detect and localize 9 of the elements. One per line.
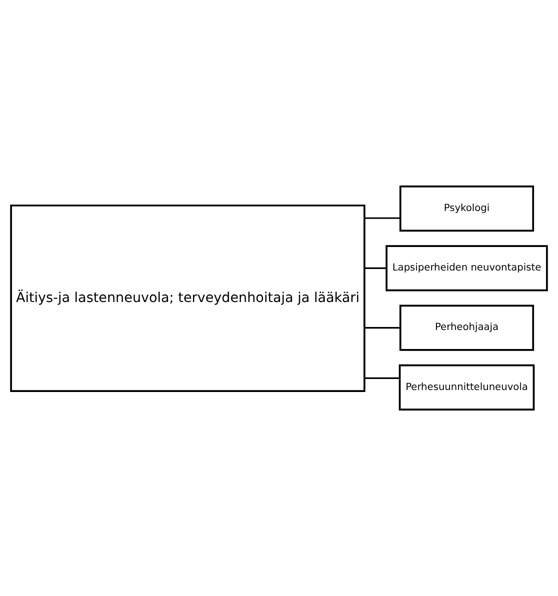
- node-box: Psykologi: [399, 186, 534, 232]
- node-box: Perheohjaaja: [399, 304, 534, 351]
- node-box: Äitiys-ja lastenneuvola; terveydenhoitaja ja lääkäri: [10, 204, 366, 392]
- node-box: Perhesuunnitteluneuvola: [398, 364, 535, 410]
- connector: [364, 217, 400, 219]
- connector: [364, 327, 400, 329]
- node-box: Lapsiperheiden neuvontapiste: [386, 245, 548, 292]
- connector: [364, 377, 400, 379]
- connector: [364, 267, 386, 269]
